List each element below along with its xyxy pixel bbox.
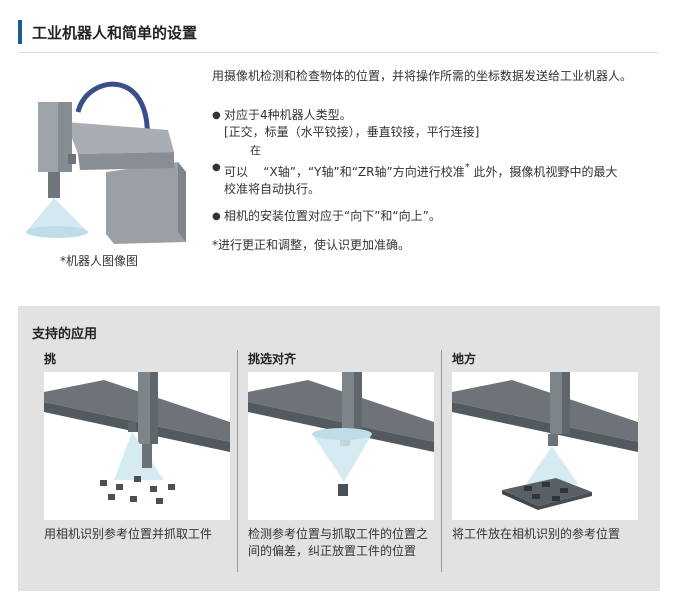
app-pick-align-title: 挑选对齐 xyxy=(248,352,297,366)
column-divider xyxy=(237,350,238,572)
description-block: 用摄像机检测和检查物体的位置，并将操作所需的坐标数据发送给工业机器人。 对应于4… xyxy=(212,68,657,254)
app-place-image xyxy=(452,372,638,520)
app-pick-description: 用相机识别参考位置并抓取工件 xyxy=(44,527,213,541)
page-title: 工业机器人和简单的设置 xyxy=(32,24,198,42)
app-pick-align: 挑选对齐 检测参考位置与抓取工件的位置之间的偏差，纠正放置工件的位置 xyxy=(248,350,434,560)
app-place: 地方 将工件放在相机识别的参考位置 xyxy=(452,350,638,543)
bullet-calibration: 可以 在 “X轴”，“Y轴”和“ZR轴”方向进行校准* 此外，摄像机视野中的最大… xyxy=(212,144,657,198)
app-pick-image xyxy=(44,372,230,520)
intro-text: 用摄像机检测和检查物体的位置，并将操作所需的坐标数据发送给工业机器人。 xyxy=(212,69,633,83)
title-accent-bar xyxy=(18,20,22,44)
app-pick: 挑 用相机识别参考位置并抓取工件 xyxy=(44,350,230,543)
app-pick-align-image xyxy=(248,372,434,520)
bullet-camera-mount: 相机的安装位置对应于“向下”和“向上”。 xyxy=(212,208,657,225)
supported-applications-panel: 支持的应用 挑 用相机识别参考位置并抓取工件 xyxy=(18,306,660,591)
column-divider xyxy=(441,350,442,572)
app-pick-title: 挑 xyxy=(44,352,57,366)
section-header: 工业机器人和简单的设置 xyxy=(18,18,658,53)
app-place-description: 将工件放在相机识别的参考位置 xyxy=(452,527,621,541)
bullet-robot-types: 对应于4种机器人类型。 [正交，标量（水平铰接），垂直铰接，平行连接] xyxy=(212,107,657,141)
app-place-title: 地方 xyxy=(452,352,477,366)
footnote: *进行更正和调整，使认识更加准确。 xyxy=(212,238,411,252)
applications-title: 支持的应用 xyxy=(32,327,98,342)
robot-illustration xyxy=(18,72,198,250)
app-pick-align-description: 检测参考位置与抓取工件的位置之间的偏差，纠正放置工件的位置 xyxy=(248,527,429,558)
illustration-caption: *机器人图像图 xyxy=(60,254,139,268)
